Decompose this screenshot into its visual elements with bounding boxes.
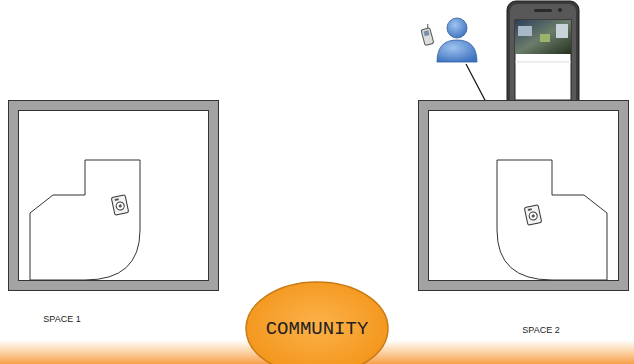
room-zone	[30, 160, 140, 280]
room-box: SPACE 1	[8, 100, 219, 291]
room-wall	[9, 101, 219, 291]
room-zone	[497, 160, 607, 280]
room-plan	[8, 100, 219, 291]
room-wall	[419, 101, 629, 291]
community-node: COMMUNITY	[245, 281, 389, 364]
room-plan	[418, 100, 629, 291]
space-label: SPACE 1	[43, 314, 80, 324]
community-label: COMMUNITY	[245, 281, 389, 364]
user-icon	[437, 18, 477, 62]
mobile-phone-icon	[420, 24, 434, 46]
room-floor	[429, 111, 619, 281]
camera-icon	[524, 205, 541, 226]
camera-icon	[111, 195, 128, 216]
room-box: SPACE 2	[418, 100, 629, 291]
room-floor	[19, 111, 209, 281]
space-label: SPACE 2	[522, 325, 559, 335]
